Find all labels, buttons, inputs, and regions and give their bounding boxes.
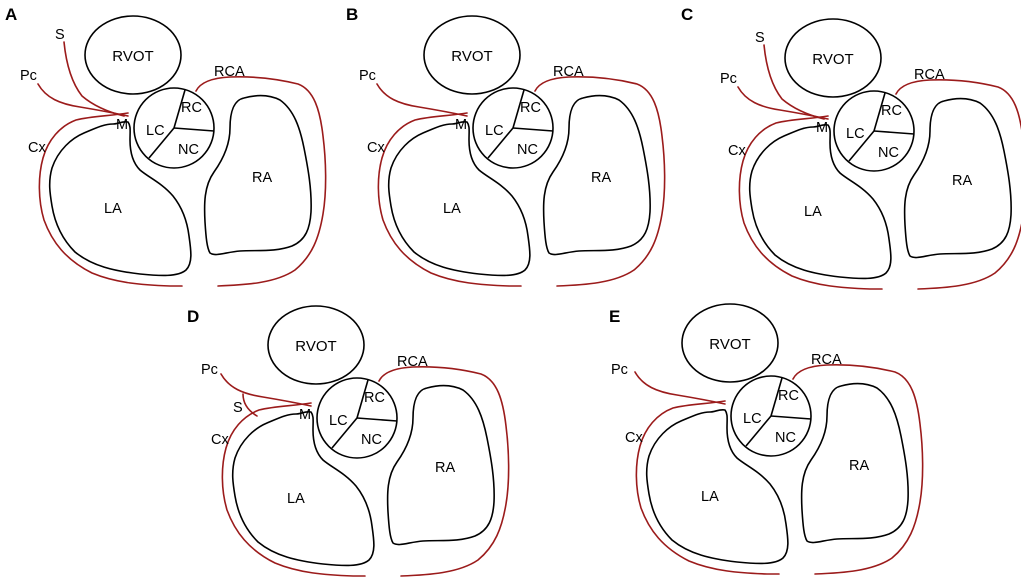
nc-cusp-label: NC [178, 142, 199, 158]
panel-e: E RVOT RCA Pc Cx LC RC NC LA RA [609, 303, 924, 575]
nc-cusp-label: NC [361, 432, 382, 448]
rca-label: RCA [397, 354, 428, 370]
panel-label: A [5, 5, 17, 24]
panel-a: A RVOT RCA S Pc M Cx LC RC NC LA RA [5, 5, 327, 287]
rca-label: RCA [553, 64, 584, 80]
pc-branch-label: Pc [20, 68, 37, 84]
pc-branch-label: Pc [201, 362, 218, 378]
nc-cusp-label: NC [775, 430, 796, 446]
ra-label: RA [849, 458, 869, 474]
m-label: M [116, 117, 128, 133]
panel-label: D [187, 307, 199, 326]
cx-label: Cx [728, 143, 746, 159]
lc-cusp-label: LC [485, 123, 504, 139]
rca-label: RCA [811, 352, 842, 368]
lc-cusp-label: LC [846, 126, 865, 142]
la-label: LA [443, 201, 461, 217]
m-label: M [455, 117, 467, 133]
rc-cusp-label: RC [181, 100, 202, 116]
rvot-label: RVOT [709, 336, 750, 353]
panel-b: B RVOT RCA Pc M Cx LC RC NC LA RA [346, 5, 666, 287]
rvot-label: RVOT [112, 48, 153, 65]
panel-c: C RVOT RCA S Pc M Cx LC RC NC LA RA [681, 5, 1021, 290]
s-branch-label: S [755, 30, 765, 46]
panel-d: D RVOT RCA Pc S M Cx LC RC NC LA RA [187, 305, 510, 577]
nc-cusp-label: NC [878, 145, 899, 161]
rvot-label: RVOT [812, 51, 853, 68]
s-branch-label: S [55, 27, 65, 43]
cx-label: Cx [211, 432, 229, 448]
s-branch-label: S [233, 400, 243, 416]
la-label: LA [287, 491, 305, 507]
cx-label: Cx [625, 430, 643, 446]
pc-branch-label: Pc [720, 71, 737, 87]
ra-label: RA [591, 170, 611, 186]
rc-cusp-label: RC [520, 100, 541, 116]
lc-cusp-label: LC [146, 123, 165, 139]
rc-cusp-label: RC [881, 103, 902, 119]
panel-label: E [609, 307, 620, 326]
panel-label: B [346, 5, 358, 24]
nc-cusp-label: NC [517, 142, 538, 158]
la-label: LA [104, 201, 122, 217]
la-label: LA [701, 489, 719, 505]
rvot-label: RVOT [295, 338, 336, 355]
cx-label: Cx [367, 140, 385, 156]
ra-label: RA [952, 173, 972, 189]
rca-label: RCA [214, 64, 245, 80]
rc-cusp-label: RC [364, 390, 385, 406]
panel-label: C [681, 5, 693, 24]
cx-label: Cx [28, 140, 46, 156]
pc-branch-label: Pc [359, 68, 376, 84]
ra-label: RA [252, 170, 272, 186]
lc-cusp-label: LC [329, 413, 348, 429]
pc-branch-label: Pc [611, 362, 628, 378]
ra-label: RA [435, 460, 455, 476]
rca-label: RCA [914, 67, 945, 83]
m-label: M [816, 120, 828, 136]
lc-cusp-label: LC [743, 411, 762, 427]
m-label: M [299, 407, 311, 423]
la-label: LA [804, 204, 822, 220]
rc-cusp-label: RC [778, 388, 799, 404]
rvot-label: RVOT [451, 48, 492, 65]
